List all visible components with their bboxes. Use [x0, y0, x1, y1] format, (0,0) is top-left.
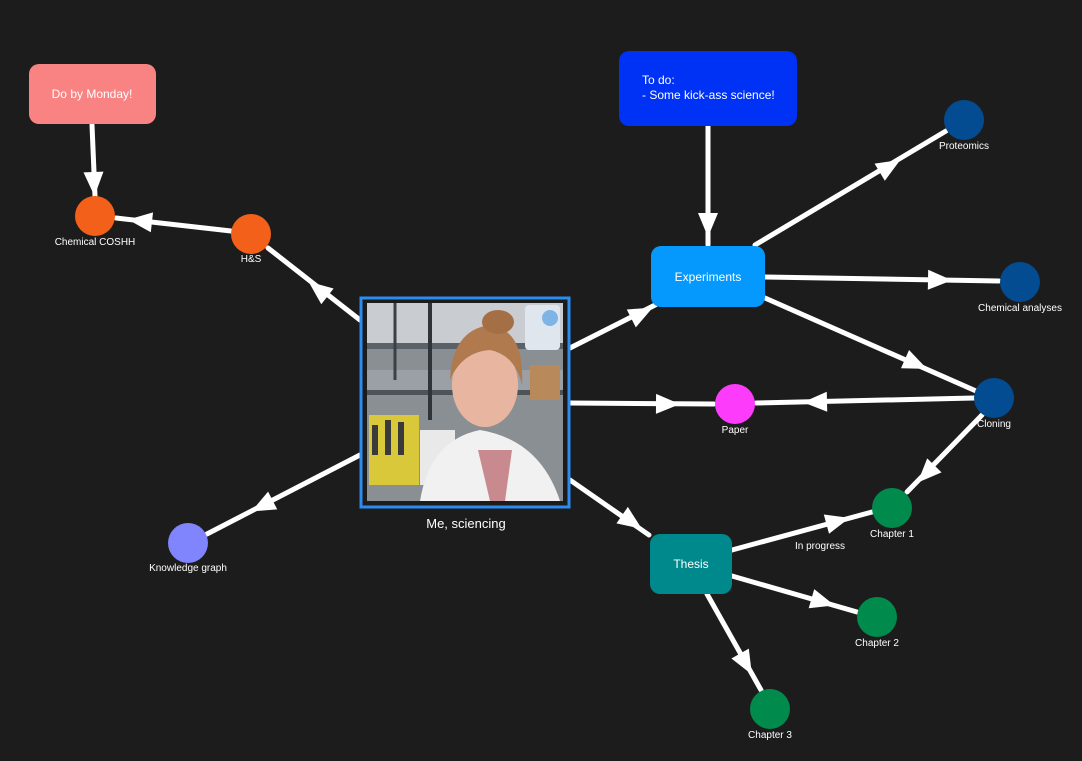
node-todo[interactable]: To do: - Some kick-ass science!	[619, 51, 797, 126]
node-label: H&S	[241, 254, 262, 265]
edges-layer	[83, 122, 1002, 693]
node-chapter-1[interactable]: Chapter 1	[870, 488, 914, 540]
edge-me-to-knowledge_graph[interactable]	[204, 452, 363, 537]
node-label: Knowledge graph	[149, 563, 227, 574]
node-proteomics[interactable]: Proteomics	[939, 100, 989, 152]
node-chemical-coshh[interactable]: Chemical COSHH	[55, 196, 136, 248]
node-paper[interactable]: Paper	[715, 384, 755, 436]
arrowhead-icon	[308, 281, 334, 305]
node-label: Do by Monday!	[52, 87, 133, 101]
node-label: Chemical analyses	[978, 303, 1062, 314]
arrowhead-icon	[251, 491, 278, 512]
node-thesis[interactable]: Thesis	[650, 534, 732, 594]
arrowhead-icon	[128, 212, 154, 233]
node-label: Proteomics	[939, 141, 989, 152]
node-knowledge-graph[interactable]: Knowledge graph	[149, 523, 227, 574]
node-chapter-3[interactable]: Chapter 3	[748, 689, 792, 741]
node-label-line-1: To do:	[642, 73, 675, 87]
edge-experiments-to-cloning[interactable]	[762, 295, 979, 394]
node-box	[619, 51, 797, 126]
scientist-photo-icon	[367, 303, 563, 501]
node-dot	[750, 689, 790, 729]
arrowhead-icon	[808, 589, 835, 609]
node-me[interactable]: Me, sciencing	[359, 296, 571, 531]
arrowhead-icon	[626, 307, 653, 328]
node-dot	[974, 378, 1014, 418]
node-dot	[1000, 262, 1040, 302]
node-label: Chapter 2	[855, 638, 899, 649]
arrowhead-icon	[655, 393, 680, 414]
node-dot	[168, 523, 208, 563]
node-dot	[75, 196, 115, 236]
node-chemical-analyses[interactable]: Chemical analyses	[978, 262, 1062, 314]
node-label: Experiments	[675, 270, 742, 284]
arrowhead-icon	[927, 269, 952, 290]
node-box	[29, 64, 156, 124]
node-dot	[944, 100, 984, 140]
arrowhead-icon	[616, 506, 642, 529]
node-box	[651, 246, 765, 307]
node-box	[650, 534, 732, 594]
node-dot	[715, 384, 755, 424]
edge-experiments-to-chemical_analyses[interactable]	[762, 274, 1002, 284]
node-dot	[872, 488, 912, 528]
arrowhead-icon	[83, 171, 104, 196]
edge-experiments-to-proteomics[interactable]	[752, 128, 949, 248]
node-hs[interactable]: H&S	[231, 214, 271, 265]
node-label: Thesis	[673, 557, 708, 571]
node-dot	[231, 214, 271, 254]
node-chapter-2[interactable]: Chapter 2	[855, 597, 899, 649]
arrowhead-icon	[900, 350, 927, 369]
node-label-line-2: - Some kick-ass science!	[642, 88, 775, 102]
image-frame	[359, 296, 571, 509]
edge-me-to-paper[interactable]	[567, 400, 717, 407]
arrowhead-icon	[823, 514, 850, 534]
arrowhead-icon	[917, 458, 942, 483]
arrowhead-icon	[731, 648, 752, 675]
node-label: Chapter 1	[870, 529, 914, 540]
edge-cloning-to-chapter1[interactable]	[904, 412, 985, 495]
arrowhead-icon	[874, 159, 901, 181]
node-label: Cloning	[977, 419, 1011, 430]
arrowhead-icon	[803, 391, 828, 412]
edge-cloning-to-paper[interactable]	[753, 395, 977, 406]
node-experiments[interactable]: Experiments	[651, 246, 765, 307]
edge-label-in-progress: In progress	[795, 541, 845, 552]
node-label: Paper	[722, 425, 749, 436]
node-label: Chemical COSHH	[55, 237, 136, 248]
edge-thesis-to-chapter3[interactable]	[704, 591, 764, 693]
arrowhead-icon	[698, 213, 718, 237]
node-dot	[857, 597, 897, 637]
node-label: Me, sciencing	[426, 516, 505, 531]
node-label: Chapter 3	[748, 730, 792, 741]
node-do-by-monday[interactable]: Do by Monday!	[29, 64, 156, 124]
node-cloning[interactable]: Cloning	[974, 378, 1014, 430]
edge-thesis-to-chapter2[interactable]	[729, 573, 860, 615]
